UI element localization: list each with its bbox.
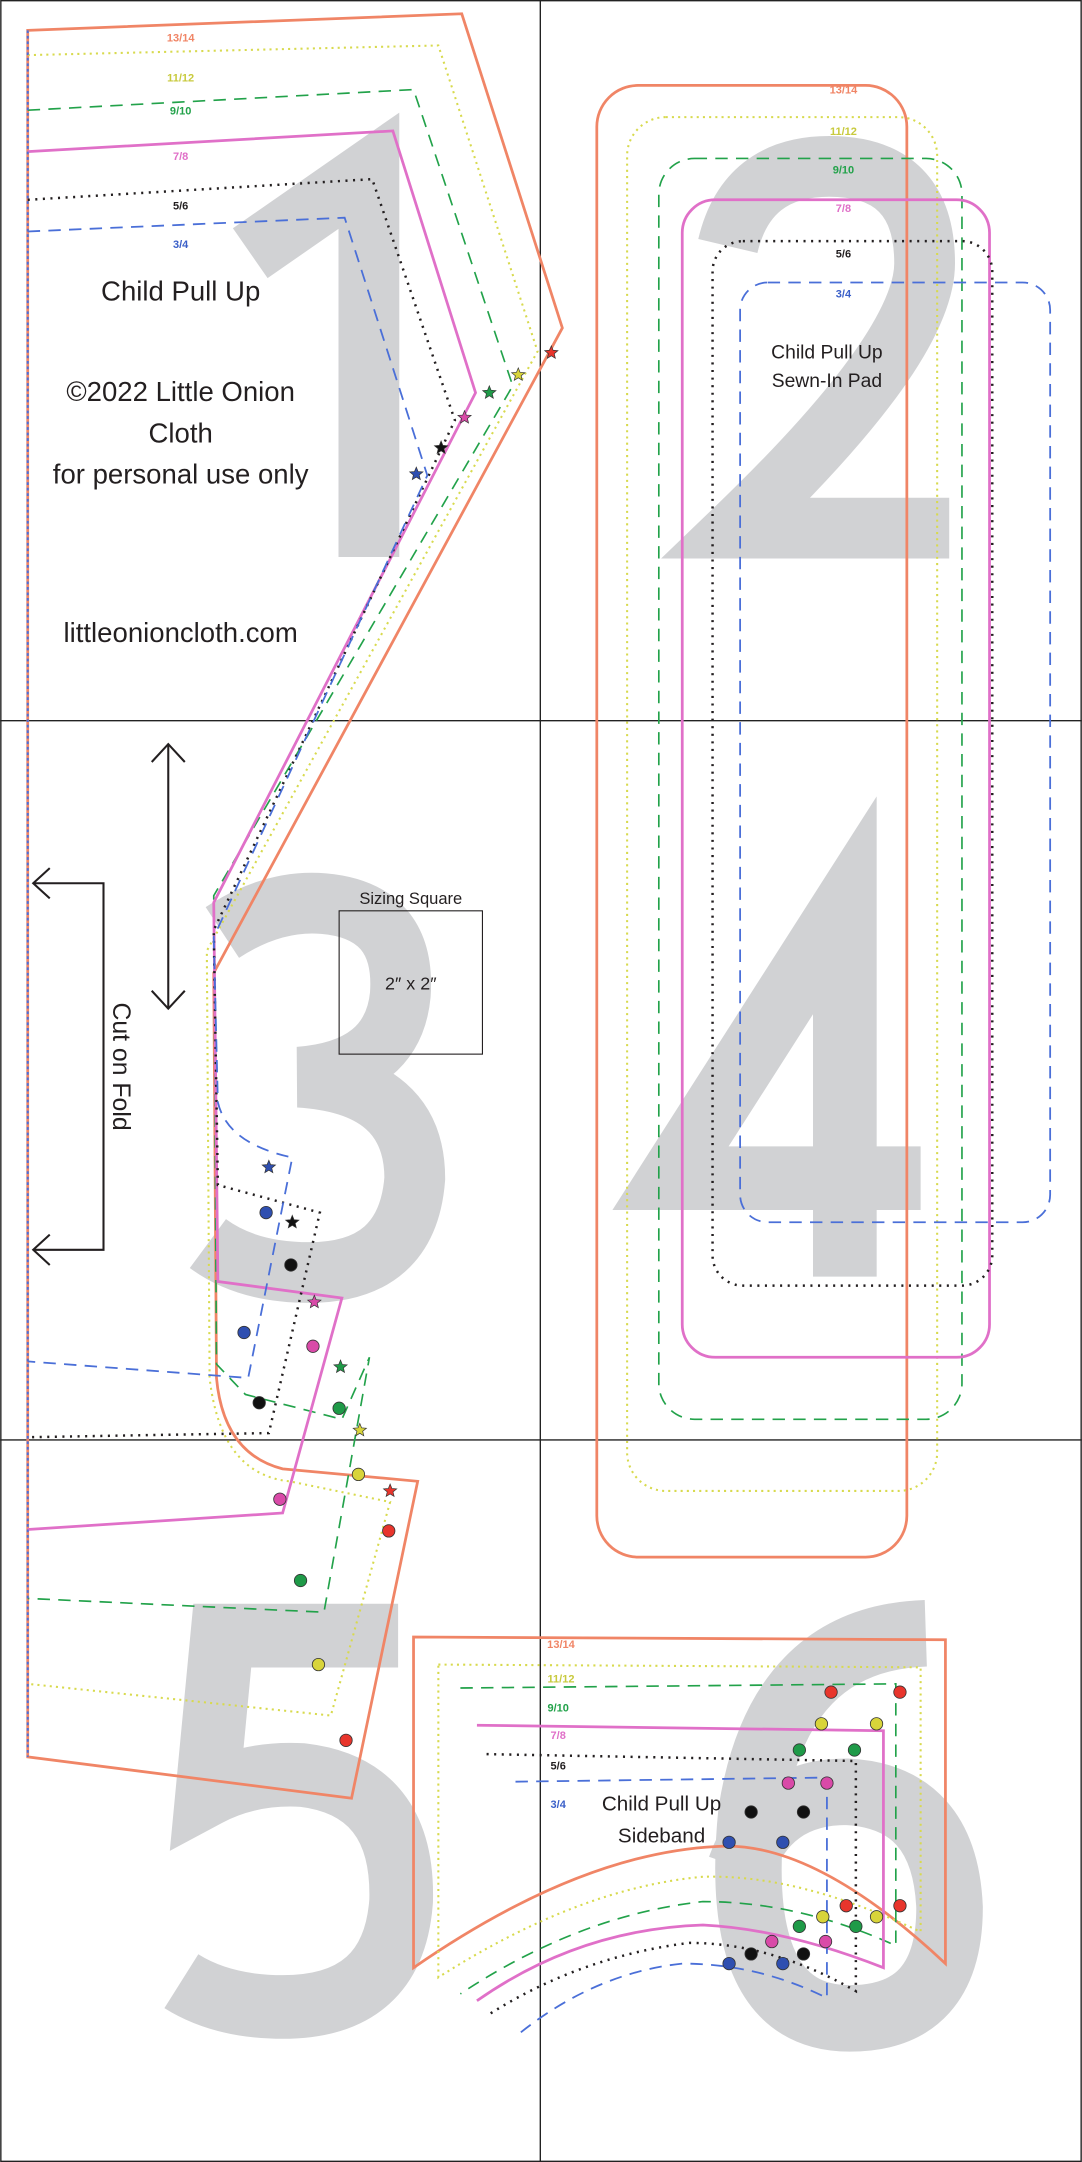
star-notch-icon	[306, 1294, 322, 1309]
size-label: 5/6	[173, 200, 188, 212]
star-notch-icon	[510, 366, 526, 382]
size-labels-piece1: 13/14 11/12 9/10 7/8 5/6 3/4	[167, 32, 195, 251]
size-labels-piece2: 13/14 11/12 9/10 7/8 5/6 3/4	[830, 85, 858, 301]
piece1-title: Child Pull Up	[101, 275, 260, 306]
pad-title-line2: Sewn-In Pad	[772, 371, 882, 392]
dot-notch-icon	[351, 1467, 366, 1482]
dot-notch-icon	[824, 1685, 838, 1699]
dot-notch-icon	[339, 1733, 353, 1747]
star-notch-icon	[481, 384, 497, 399]
pad-piece	[595, 84, 1052, 1559]
dot-notch-icon	[382, 1524, 396, 1538]
dot-notch-icon	[332, 1401, 346, 1415]
dot-notch-icon	[796, 1805, 811, 1819]
page-number-3-watermark	[189, 872, 446, 1303]
body-piece	[26, 12, 564, 1800]
page-number-1-watermark	[232, 112, 400, 558]
star-notch-icon	[408, 466, 424, 481]
size-label: 13/14	[830, 85, 858, 97]
dot-notch-icon	[237, 1325, 251, 1340]
dot-notch-icon	[765, 1934, 779, 1949]
star-notch-icon	[333, 1359, 349, 1374]
sideband-title-line2: Sideband	[618, 1824, 705, 1847]
sideband-piece	[412, 1635, 947, 2038]
sizing-square: Sizing Square 2″ x 2″	[338, 889, 483, 1055]
size-label: 11/12	[830, 126, 857, 138]
dot-notch-icon	[722, 1835, 736, 1849]
dot-notch-icon	[792, 1919, 806, 1933]
dot-notch-icon	[744, 1947, 758, 1961]
dot-notch-icon	[776, 1835, 790, 1849]
cut-on-fold-bracket-icon	[31, 867, 105, 1266]
dot-notch-icon	[311, 1657, 326, 1672]
size-label: 13/14	[167, 32, 195, 44]
star-notch-icon	[261, 1159, 277, 1174]
dot-notch-icon	[816, 1910, 830, 1924]
star-notch-icon	[457, 409, 473, 424]
dot-notch-icon	[284, 1258, 298, 1272]
star-notch-icon	[382, 1483, 398, 1498]
dot-notch-icon	[818, 1934, 833, 1949]
dot-notch-icon	[781, 1776, 795, 1790]
pad-title-line1: Child Pull Up	[771, 342, 882, 363]
dot-notch-icon	[849, 1919, 863, 1933]
size-labels-piece6: 13/14 11/12 9/10 7/8 5/6 3/4	[547, 1639, 575, 1811]
size-label: 3/4	[836, 289, 852, 301]
star-notch-icon	[543, 344, 559, 360]
size-label: 5/6	[551, 1760, 566, 1772]
size-label: 3/4	[173, 239, 189, 251]
website: littleonioncloth.com	[64, 617, 298, 648]
page-number-4-watermark	[612, 796, 921, 1277]
star-notch-icon	[284, 1214, 300, 1229]
page-number-2-watermark	[661, 136, 956, 559]
dot-notch-icon	[814, 1717, 829, 1731]
sideband-title-line1: Child Pull Up	[602, 1793, 721, 1816]
size-label: 9/10	[170, 105, 191, 117]
size-label: 7/8	[836, 203, 851, 215]
dot-notch-icon	[776, 1956, 790, 1971]
dot-notch-icon	[893, 1685, 907, 1699]
size-label: 13/14	[547, 1639, 575, 1651]
size-label: 9/10	[547, 1702, 568, 1714]
grainline-arrow-icon	[150, 742, 186, 1011]
dot-notch-icon	[252, 1396, 266, 1410]
dot-notch-icon	[259, 1205, 273, 1220]
page-number-6-watermark	[709, 1600, 983, 2052]
dot-notch-icon	[847, 1743, 862, 1757]
dot-notch-icon	[306, 1339, 320, 1353]
star-notch-icon	[433, 440, 449, 455]
dot-notch-icon	[820, 1776, 834, 1790]
page-numbers	[164, 112, 983, 2052]
dot-notch-icon	[744, 1805, 758, 1819]
size-label: 7/8	[551, 1730, 566, 1742]
page-number-5-watermark	[164, 1603, 433, 2039]
dot-notch-icon	[869, 1910, 884, 1924]
size-label: 5/6	[836, 249, 851, 261]
size-label: 3/4	[551, 1799, 567, 1811]
copyright-line3: for personal use only	[53, 459, 309, 490]
dot-notch-icon	[722, 1956, 736, 1971]
dot-notch-icon	[792, 1743, 806, 1757]
size-label: 11/12	[547, 1673, 574, 1685]
cut-on-fold-label: Cut on Fold	[107, 1002, 134, 1130]
sizing-square-size: 2″ x 2″	[385, 973, 437, 993]
sizing-square-label: Sizing Square	[359, 889, 462, 908]
copyright-line2: Cloth	[149, 417, 213, 448]
dot-notch-icon	[839, 1899, 853, 1913]
star-notch-icon	[352, 1422, 368, 1437]
copyright-line1: ©2022 Little Onion	[66, 376, 295, 407]
dot-notch-icon	[796, 1947, 811, 1961]
size-label: 11/12	[167, 72, 194, 84]
dot-notch-icon	[293, 1573, 308, 1588]
size-label: 7/8	[173, 151, 188, 163]
notch-markers	[237, 344, 907, 1971]
dot-notch-icon	[869, 1717, 884, 1731]
dot-notch-icon	[893, 1899, 907, 1913]
size-label: 9/10	[833, 165, 854, 177]
dot-notch-icon	[273, 1492, 287, 1506]
